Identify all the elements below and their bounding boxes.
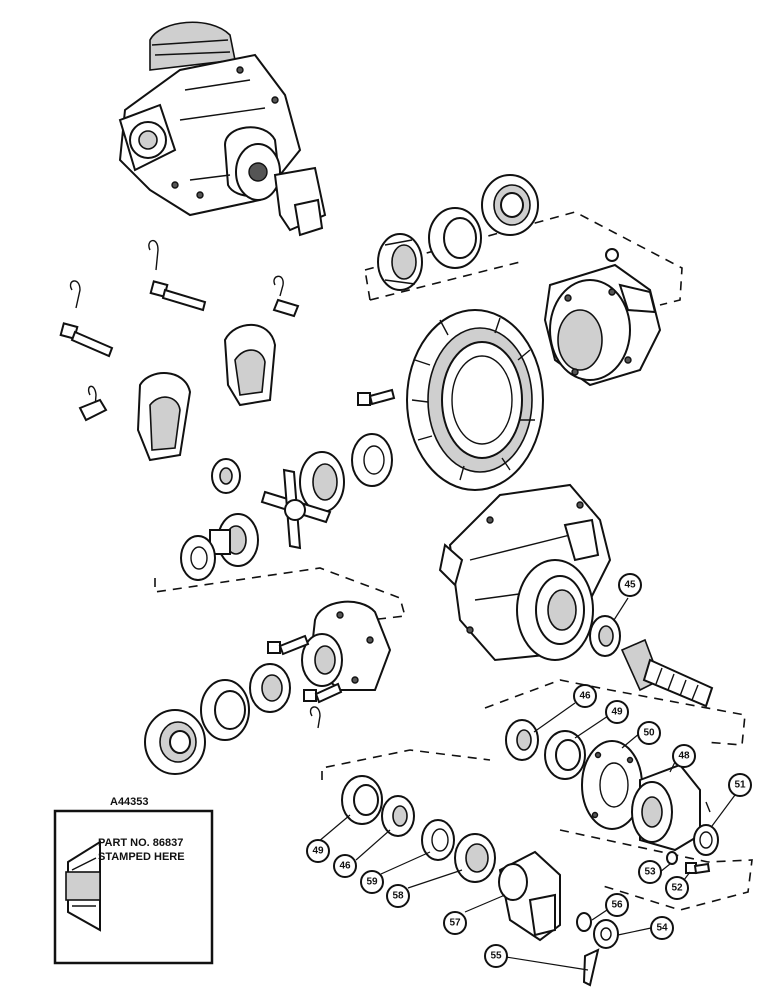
oil-seal-58 <box>454 833 496 883</box>
callout-58: 58 <box>386 884 410 908</box>
svg-text:56: 56 <box>611 900 623 911</box>
adjusting-nut-upper <box>481 174 539 236</box>
svg-text:54: 54 <box>656 923 668 934</box>
callout-49-upper: 49 <box>605 700 629 724</box>
callout-46-upper: 46 <box>573 684 597 708</box>
bearing-cone-46b <box>381 795 415 837</box>
nut-54 <box>593 919 619 949</box>
svg-text:49: 49 <box>312 846 324 857</box>
case-bolt-upper <box>267 634 310 656</box>
bearing-cone-46a <box>505 719 539 761</box>
svg-text:46: 46 <box>579 691 591 702</box>
yoke-57 <box>498 850 561 942</box>
inset-stamped-note: STAMPED HERE <box>98 851 185 863</box>
bearing-cap-right <box>223 323 277 407</box>
assembled-differential <box>118 21 327 237</box>
bearing-cup-upper <box>428 207 482 269</box>
capscrew-52 <box>685 862 711 875</box>
svg-text:59: 59 <box>366 877 378 888</box>
bolt-b <box>59 322 114 358</box>
svg-text:45: 45 <box>624 580 636 591</box>
svg-text:46: 46 <box>339 861 351 872</box>
inset-part-number: PART NO. 86837 <box>98 837 183 849</box>
bearing-cone-lower <box>249 663 291 713</box>
spider-gear-set <box>180 433 393 581</box>
callout-57: 57 <box>443 911 467 935</box>
svg-text:48: 48 <box>678 751 690 762</box>
ring-gear-bolt-head <box>357 392 371 406</box>
bearing-cup-49b <box>341 775 383 825</box>
dashed-group-lower <box>321 749 753 911</box>
bolt-a <box>149 280 207 312</box>
callout-49-lower: 49 <box>306 839 330 863</box>
adjusting-nut-lower <box>144 709 206 775</box>
svg-text:52: 52 <box>671 883 683 894</box>
side-gear-left <box>209 513 259 567</box>
callout-50: 50 <box>637 721 661 745</box>
dashed-group-pinion <box>484 679 746 746</box>
cotter-pin-lower <box>309 706 321 729</box>
bearing-cone-upper <box>377 233 423 291</box>
bearing-cap-hardware <box>59 239 300 462</box>
cotter-pin-55 <box>582 948 600 987</box>
svg-text:57: 57 <box>449 918 461 929</box>
lock-plate-right <box>272 298 300 318</box>
pinion-bearing-45 <box>589 615 621 657</box>
bearing-cup-49a <box>544 730 586 780</box>
callout-52: 52 <box>665 876 689 900</box>
diff-case-half <box>301 600 392 691</box>
lock-plate-left <box>78 398 108 422</box>
callout-51: 51 <box>728 773 752 797</box>
carrier-housing <box>438 483 612 662</box>
svg-text:51: 51 <box>734 780 746 791</box>
leader-lines <box>317 597 736 971</box>
shim-51 <box>693 824 719 856</box>
case-bolt-lower <box>303 682 343 704</box>
washer-56 <box>576 912 592 932</box>
callout-54: 54 <box>650 916 674 940</box>
svg-text:55: 55 <box>490 951 502 962</box>
svg-text:58: 58 <box>392 891 404 902</box>
pinion-gear-inset-icon <box>65 840 101 932</box>
inset-box: PART NO. 86837 STAMPED HERE <box>53 809 214 965</box>
ring-gear-bolt <box>368 388 396 406</box>
callout-59: 59 <box>360 870 384 894</box>
bearing-group-upper <box>364 174 683 306</box>
callout-46-lower: 46 <box>333 854 357 878</box>
drive-pinion <box>620 638 714 708</box>
callout-56: 56 <box>605 893 629 917</box>
pinion-gear-small <box>211 458 241 494</box>
dowel-pin <box>705 801 711 813</box>
bearing-group-lower <box>144 567 407 775</box>
callout-48: 48 <box>672 744 696 768</box>
ring-gear <box>357 309 544 491</box>
svg-text:49: 49 <box>611 707 623 718</box>
svg-text:53: 53 <box>644 867 656 878</box>
differential-case-flange <box>543 263 662 387</box>
spacer-59 <box>421 819 455 861</box>
lockwasher-53 <box>666 851 678 865</box>
callout-45: 45 <box>618 573 642 597</box>
thrust-washer-right <box>351 433 393 487</box>
pinion-cross <box>260 468 332 550</box>
callout-55: 55 <box>484 944 508 968</box>
svg-text:50: 50 <box>643 728 655 739</box>
bearing-cap-left <box>136 372 192 462</box>
bearing-cup-lower <box>200 679 250 741</box>
nut-small-upper <box>605 248 619 262</box>
side-gear-right <box>299 451 345 513</box>
thrust-washer-left <box>180 535 216 581</box>
callout-53: 53 <box>638 860 662 884</box>
reference-number: A44353 <box>110 796 149 808</box>
